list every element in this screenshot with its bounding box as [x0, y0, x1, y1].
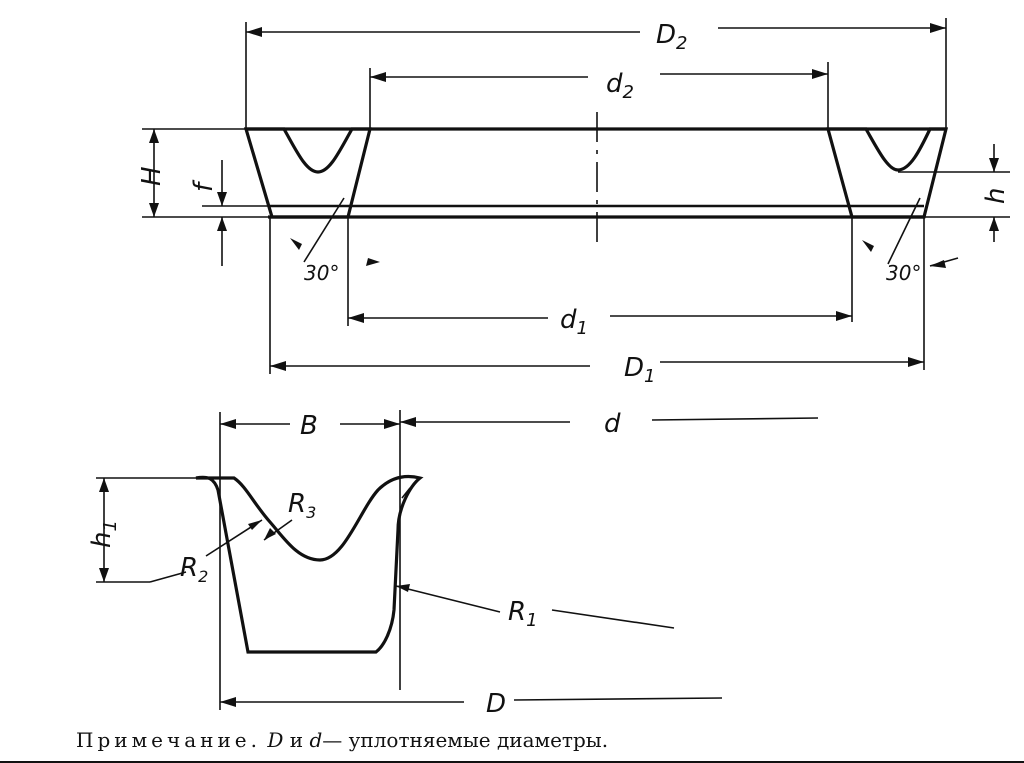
label-B: B [300, 411, 318, 441]
dim-B-arrow-right [384, 419, 400, 429]
label-R2: R2 [180, 553, 208, 586]
dim-h1-arrow-bottom [99, 568, 109, 582]
detail-profile [195, 474, 424, 654]
label-d1: d1 [560, 305, 588, 339]
dim-f-arrow-top [217, 192, 227, 206]
tip-radius-mark [401, 487, 411, 499]
ring-section-view: D2 d2 d1 D1 H f [137, 18, 1011, 387]
right-profile [825, 127, 949, 219]
dim-d2-arrow-left [370, 72, 386, 82]
dim-d-arrow [400, 417, 416, 427]
angle-right-leader [887, 197, 921, 265]
leader-R1-a [395, 585, 501, 613]
label-d: d [604, 409, 621, 439]
label-R3: R3 [288, 489, 316, 522]
footnote: Примечание. D и d— уплотняемые диаметры. [0, 722, 1024, 763]
dim-h1-arrow-top [99, 478, 109, 492]
note-var-d: d [309, 728, 323, 752]
dim-d1-arrow-right [836, 311, 852, 321]
leader-R1-b [551, 609, 675, 629]
leader-R1-arrow [396, 584, 410, 592]
label-f: f [189, 179, 219, 192]
label-R1: R1 [508, 597, 538, 631]
dim-H-arrow-bottom [149, 203, 159, 217]
label-h1: h1 [87, 520, 121, 548]
angle-left-leader [303, 197, 345, 263]
label-h: h [981, 188, 1011, 204]
dim-h-arrow-bottom [989, 217, 999, 231]
angle-left-arrow-a [290, 238, 302, 250]
dim-d-line-right [651, 417, 819, 421]
leader-R2-arrow [248, 520, 262, 530]
note-label: Примечание. [76, 728, 261, 752]
dim-H-arrow-top [149, 129, 159, 143]
label-D: D [486, 689, 506, 719]
dim-h-arrow-top [989, 158, 999, 172]
dim-d1-arrow-left [348, 313, 364, 323]
angle-left-arrow-b [366, 258, 380, 266]
left-profile [243, 127, 373, 219]
dim-B-arrow-left [220, 419, 236, 429]
label-angle-right: 30° [886, 261, 921, 285]
dim-D2-arrow-left [246, 27, 262, 37]
angle-right-arrow-a [862, 240, 874, 252]
note-conj: и [289, 728, 304, 752]
dim-D1-arrow-right [908, 357, 924, 367]
label-d2: d2 [606, 69, 634, 103]
label-D2: D2 [656, 20, 687, 54]
note-text: — уплотняемые диаметры. [322, 728, 609, 752]
label-D1: D1 [624, 353, 655, 387]
profile-detail-view: B d D h1 R2 R3 R1 [87, 409, 819, 719]
dim-d2-arrow-right [812, 69, 828, 79]
note-var-D: D [267, 728, 284, 752]
dim-D1-arrow-left [270, 361, 286, 371]
dim-f-arrow-bottom [217, 217, 227, 231]
label-angle-left: 30° [304, 261, 339, 285]
leader-R2-a [149, 571, 187, 583]
angle-right-arrow-b [930, 260, 946, 268]
dim-D2-arrow-right [930, 23, 946, 33]
label-H: H [137, 166, 167, 186]
dim-D-arrow [220, 697, 236, 707]
leader-R3-arrow [264, 528, 276, 540]
dim-D-line-right [513, 697, 723, 701]
